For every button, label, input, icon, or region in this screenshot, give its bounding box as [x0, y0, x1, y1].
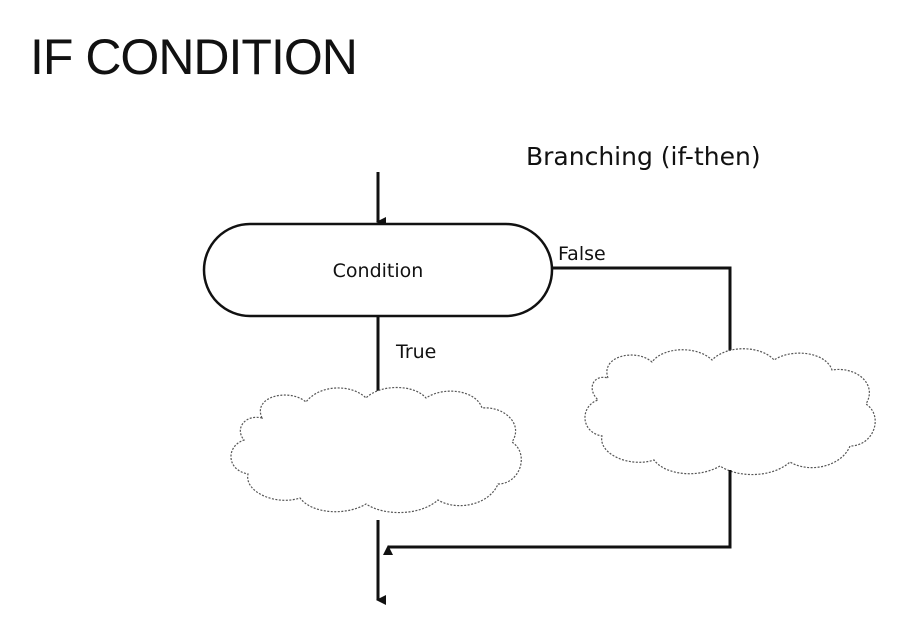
- condition-label: Condition: [333, 260, 424, 282]
- false-branch-arrow: [552, 266, 738, 359]
- true-process-cloud: [230, 387, 522, 514]
- slide-title: IF CONDITION: [30, 29, 358, 85]
- false-process-cloud: [584, 348, 876, 476]
- merge-arrow: [383, 470, 732, 555]
- false-label: False: [558, 243, 606, 265]
- diagram-caption: Branching (if-then): [526, 142, 761, 171]
- true-label: True: [395, 341, 436, 363]
